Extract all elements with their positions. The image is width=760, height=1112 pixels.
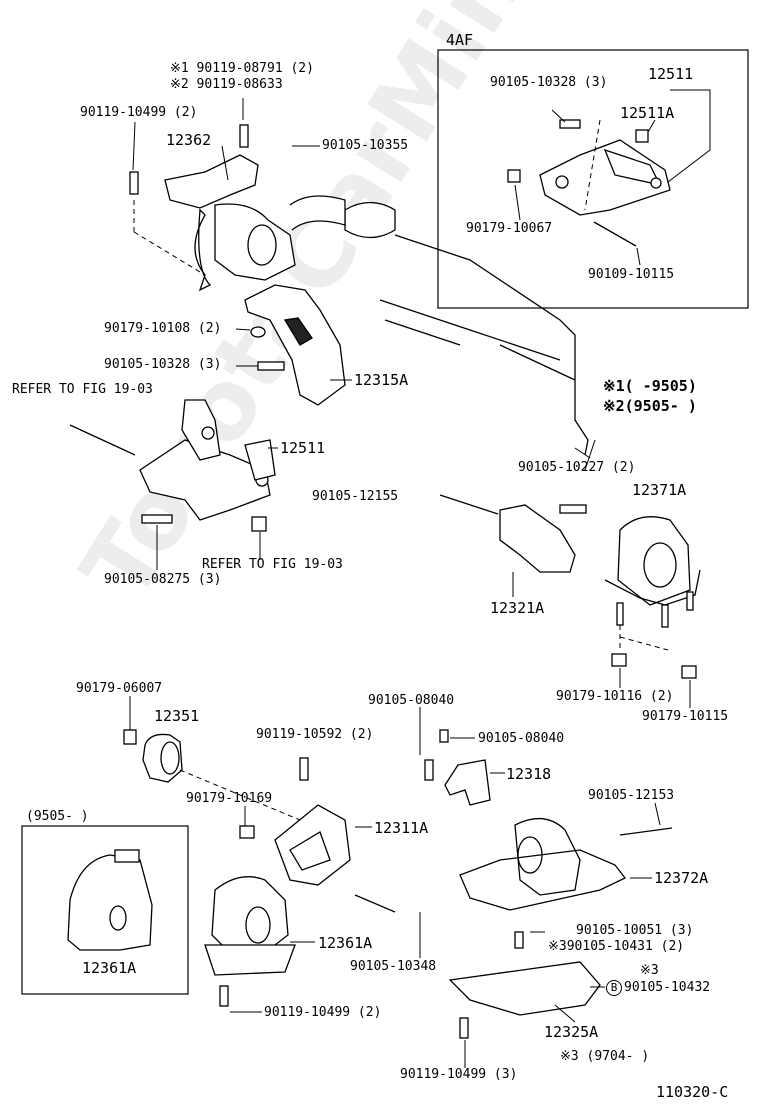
callout-b: B (606, 980, 622, 996)
label-l34: 90119-10499 (2) (264, 1005, 382, 1020)
label-l24: 90179-10169 (186, 791, 273, 806)
label-l20: 90105-08040 (368, 693, 455, 708)
nuts-12371a (611, 653, 697, 679)
label-l9: 12511 (280, 439, 326, 457)
label-l15: 12321A (490, 599, 545, 617)
inset-4af-title: 4AF (446, 31, 474, 49)
note-3: ※3 (9704- ) (560, 1049, 650, 1064)
part-12311a (239, 757, 396, 913)
label-l31: ※390105-10431 (2) (548, 939, 685, 954)
label-l5: 90179-10108 (2) (104, 321, 222, 336)
part-12511 (69, 399, 276, 532)
inset-4af-label-2: 12511 (648, 65, 694, 83)
label-l36: 90119-10499 (3) (400, 1067, 518, 1082)
label-l33-text: 90105-10432 (624, 980, 711, 995)
engine-block-outline (289, 195, 589, 456)
part-12371a (604, 516, 701, 628)
label-l1b: ※2 90119-08633 (170, 77, 283, 92)
label-l13: 90105-08275 (3) (104, 572, 222, 587)
label-l12: 12371A (632, 481, 687, 499)
part-4af-bracket (507, 119, 671, 247)
part-12361a (204, 876, 296, 1007)
label-l18: 90179-06007 (76, 681, 163, 696)
label-l2: 90119-10499 (2) (80, 105, 198, 120)
part-12321a (439, 494, 587, 573)
inset-9505-label: 12361A (82, 959, 137, 977)
part-12351 (123, 729, 183, 783)
label-l3: 12362 (166, 131, 212, 149)
label-l22: 90105-08040 (478, 731, 565, 746)
label-l1a: ※1 90119-08791 (2) (170, 61, 314, 76)
note-2: ※2(9505- ) (603, 397, 697, 415)
label-l35: 12325A (544, 1023, 599, 1041)
dash-12351 (179, 769, 301, 821)
label-l23: 12318 (506, 765, 552, 783)
inset-4af-label-3: 12511A (620, 104, 675, 122)
label-l28: 12361A (318, 934, 373, 952)
inset-4af-label-5: 90109-10115 (588, 267, 675, 282)
dash-12362-b (133, 231, 206, 276)
inset-9505-box (21, 825, 189, 995)
label-l16: 90179-10116 (2) (556, 689, 674, 704)
label-l4: 90105-10355 (322, 138, 409, 153)
part-12318 (424, 729, 491, 806)
label-l30: 90105-10051 (3) (576, 923, 694, 938)
inset-4af-box (437, 49, 749, 309)
lead-lines (129, 89, 711, 1068)
part-12325a (448, 931, 601, 1039)
label-l10: 90105-12155 (312, 489, 399, 504)
label-l27: 12372A (654, 869, 709, 887)
label-l26: 90105-12153 (588, 788, 675, 803)
part-12361a-inset (67, 849, 153, 951)
label-l29: 90105-10348 (350, 959, 437, 974)
note-1: ※1( -9505) (603, 377, 697, 395)
label-l25: 12311A (374, 819, 429, 837)
label-l17: 90179-10115 (642, 709, 729, 724)
label-l7: 12315A (354, 371, 409, 389)
part-12372a (459, 818, 673, 911)
label-l21: 90119-10592 (2) (256, 727, 374, 742)
figure-code: 110320-C (656, 1083, 729, 1101)
label-l8: REFER TO FIG 19-03 (12, 382, 153, 397)
part-12362 (129, 124, 296, 292)
label-l6: 90105-10328 (3) (104, 357, 222, 372)
inset-4af-label-4: 90179-10067 (466, 221, 553, 236)
label-l19: 12351 (154, 707, 200, 725)
inset-9505-title: (9505- ) (26, 809, 89, 824)
dash-12371a-b (619, 636, 669, 651)
label-l14: REFER TO FIG 19-03 (202, 557, 343, 572)
inset-4af-label-1: 90105-10328 (3) (490, 75, 608, 90)
dash-4af (584, 119, 601, 211)
label-l32: ※3 (640, 963, 659, 978)
part-12315a (244, 284, 346, 406)
label-l11: 90105-10227 (2) (518, 460, 636, 475)
